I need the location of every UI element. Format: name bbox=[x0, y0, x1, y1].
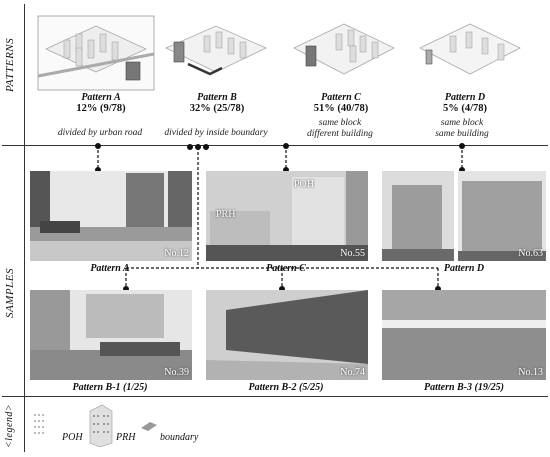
pattern-d-share: 5% (4/78) bbox=[442, 103, 488, 114]
sample-b2-caption: Pattern B-2 (5/25) bbox=[248, 382, 324, 393]
sample-photo-pattern-b-2: No.74 bbox=[206, 290, 368, 380]
pattern-d-description-line-1: same block bbox=[440, 118, 484, 128]
sample-c-poh-tag: POH bbox=[294, 179, 315, 190]
pattern-c-share: 51% (40/78) bbox=[313, 103, 369, 114]
pattern-b-name: Pattern B bbox=[197, 92, 237, 103]
pattern-c-description-line-2: different building bbox=[307, 129, 373, 139]
legend-boundary-label: boundary bbox=[160, 432, 199, 443]
sample-b3-number: No.13 bbox=[518, 367, 543, 378]
sample-photo-pattern-a: No.12 bbox=[30, 171, 192, 261]
pattern-b-illustration bbox=[165, 25, 267, 76]
pattern-b-share: 32% (25/78) bbox=[189, 103, 245, 114]
pattern-d-description-line-2: same building bbox=[435, 129, 489, 139]
poh-icon bbox=[34, 414, 44, 434]
pattern-a-description: divided by urban road bbox=[57, 128, 143, 138]
pattern-d-illustration bbox=[419, 23, 521, 75]
legend-poh-label: POH bbox=[62, 432, 83, 443]
sample-photo-pattern-b-1: No.39 bbox=[30, 290, 192, 380]
sample-c-caption: Pattern C bbox=[266, 263, 306, 274]
pattern-d-label: Pattern D 5% (4/78) bbox=[420, 92, 510, 114]
sample-b1-caption: Pattern B-1 (1/25) bbox=[72, 382, 148, 393]
legend-prh-label: PRH bbox=[116, 432, 136, 443]
sample-b3-caption: Pattern B-3 (19/25) bbox=[424, 382, 504, 393]
pattern-d-name: Pattern D bbox=[444, 92, 486, 103]
pattern-a-name: Pattern A bbox=[81, 92, 121, 103]
sample-c-prh-tag: PRH bbox=[216, 209, 236, 220]
pattern-a-illustration bbox=[37, 15, 155, 91]
pattern-a-share: 12% (9/78) bbox=[76, 103, 126, 114]
sample-d-number: No.63 bbox=[518, 248, 543, 259]
section-divider-bottom bbox=[2, 396, 548, 397]
pattern-c-description: same block different building bbox=[290, 118, 390, 140]
sample-photo-pattern-c: POH PRH No.55 bbox=[206, 171, 368, 261]
pattern-a-label: Pattern A 12% (9/78) bbox=[56, 92, 146, 114]
boundary-icon bbox=[141, 422, 157, 431]
sample-c-number: No.55 bbox=[340, 248, 365, 259]
sample-b2-number: No.74 bbox=[340, 367, 365, 378]
sample-photo-pattern-d-left bbox=[382, 171, 454, 261]
pattern-c-illustration bbox=[293, 23, 395, 75]
sample-b1-number: No.39 bbox=[164, 367, 189, 378]
sample-a-number: No.12 bbox=[164, 248, 189, 259]
sample-a-caption: Pattern A bbox=[90, 263, 130, 274]
pattern-d-description: same block same building bbox=[414, 118, 510, 140]
sample-d-caption: Pattern D bbox=[443, 263, 485, 274]
pattern-b-description: divided by inside boundary bbox=[164, 128, 268, 138]
prh-icon bbox=[89, 404, 113, 447]
pattern-c-label: Pattern C 51% (40/78) bbox=[296, 92, 386, 114]
pattern-c-description-line-1: same block bbox=[318, 118, 362, 128]
pattern-b-label: Pattern B 32% (25/78) bbox=[172, 92, 262, 114]
section-divider-top bbox=[2, 145, 548, 146]
sample-photo-pattern-d-right: No.63 bbox=[458, 171, 546, 261]
sample-photo-pattern-b-3: No.13 bbox=[382, 290, 546, 380]
pattern-c-name: Pattern C bbox=[321, 92, 361, 103]
left-divider bbox=[24, 4, 25, 452]
